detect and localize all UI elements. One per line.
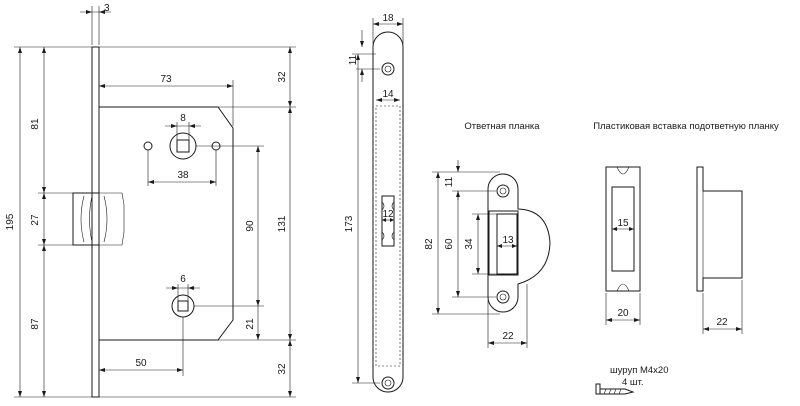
dim-backset: 50 <box>135 358 147 369</box>
dim-spindle-square: 8 <box>180 113 186 124</box>
faceplate-view: 18 11 14 173 12 <box>344 13 404 393</box>
mount-hole-left <box>143 141 153 151</box>
dim-spindle-spacing: 38 <box>177 170 189 181</box>
latch-inner <box>99 192 125 246</box>
screw-callout: шуруп М4х20 4 шт. <box>595 365 669 395</box>
strike-plate-title: Ответная планка <box>464 121 540 132</box>
screw-label: шуруп М4х20 <box>610 365 669 376</box>
screw-icon <box>595 383 635 395</box>
dim-strike-opening-height: 34 <box>464 238 475 250</box>
insert-front <box>605 166 641 292</box>
dim-case-height: 131 <box>277 215 288 232</box>
dim-insert-inner-width: 15 <box>617 218 629 229</box>
screw-qty: 4 шт. <box>622 377 643 388</box>
dim-bottom-offset: 32 <box>277 363 288 375</box>
strike-plate-view: Ответная планка 82 11 60 34 <box>424 121 551 348</box>
plastic-insert-title: Пластиковая вставка подответную планку <box>593 121 779 132</box>
dim-faceplate-latch-width: 12 <box>382 209 394 220</box>
dim-faceplate-length: 173 <box>344 215 355 232</box>
bolt-hub <box>171 294 195 318</box>
insert-side <box>696 166 743 292</box>
dim-strike-hole-offset: 11 <box>444 176 455 187</box>
dim-bolt-square: 6 <box>180 274 186 285</box>
dim-top-offset: 32 <box>277 71 288 83</box>
lock-faceplate-edge <box>91 46 100 398</box>
dim-insert-width: 20 <box>617 308 629 319</box>
dim-spindle-to-bolt: 90 <box>245 220 256 232</box>
bolt-square <box>177 300 189 312</box>
dim-strike-inner-height: 60 <box>444 238 455 250</box>
dim-overall-height: 195 <box>5 213 16 230</box>
dim-top-to-handle: 81 <box>30 118 41 130</box>
dim-faceplate-window-width: 14 <box>382 89 394 100</box>
plastic-insert-view: Пластиковая вставка подответную планку 1… <box>593 121 779 334</box>
dim-strike-opening-width: 13 <box>502 235 514 246</box>
dim-insert-depth: 22 <box>716 317 728 328</box>
dim-latch-to-bottom: 87 <box>30 318 41 330</box>
dim-faceplate-width: 18 <box>382 13 394 24</box>
faceplate-window <box>375 105 401 367</box>
latch-tongue <box>72 192 100 246</box>
strike-plate-outline <box>487 173 551 313</box>
spindle-hub <box>169 132 197 160</box>
dim-bolt-to-edge: 21 <box>245 318 256 330</box>
dim-strike-width: 22 <box>502 331 514 342</box>
faceplate-outline <box>372 31 404 393</box>
lock-case <box>98 106 234 341</box>
dim-case-width: 73 <box>160 74 172 85</box>
dim-strike-height: 82 <box>424 238 435 250</box>
spindle-square <box>176 139 190 153</box>
lock-body-view: 3 195 81 27 87 73 <box>5 3 296 398</box>
strike-outer-recess <box>488 210 519 276</box>
faceplate-latch-opening <box>381 195 395 247</box>
dim-faceplate-hole-offset: 11 <box>348 54 359 65</box>
strike-opening <box>496 213 518 275</box>
dim-faceplate-thickness: 3 <box>104 3 110 14</box>
dim-latch-height: 27 <box>30 214 41 226</box>
